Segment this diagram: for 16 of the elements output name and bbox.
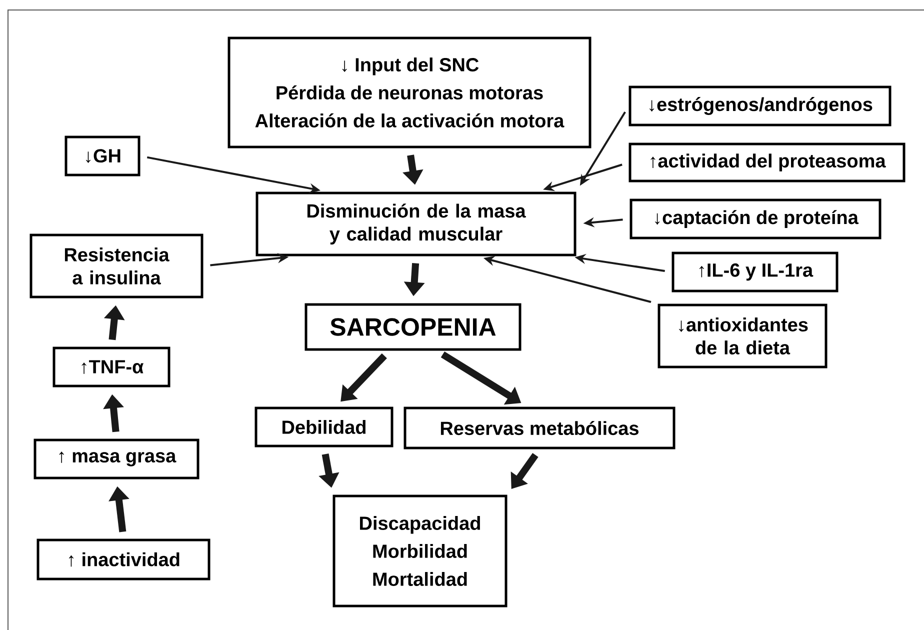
process-box: ↑ masa grasa <box>34 438 200 480</box>
process-box: ↓antioxidantes de la dieta <box>658 304 828 368</box>
process-box: ↓GH <box>64 136 140 176</box>
process-box: Discapacidad Morbilidad Mortalidad <box>332 494 508 608</box>
process-box: ↓captación de proteína <box>630 198 882 240</box>
process-box: ↑actividad del proteasoma <box>628 142 906 182</box>
process-box: Disminución de la masa y calidad muscular <box>256 192 576 256</box>
process-box: Resistencia a insulina <box>30 234 204 298</box>
process-box: Reservas metabólicas <box>404 406 676 450</box>
process-box: ↓ Input del SNC Pérdida de neuronas motoras Alteración de la activación motora <box>228 36 592 148</box>
process-box: ↑IL-6 y IL-1ra <box>672 252 838 292</box>
process-box: Debilidad <box>254 406 394 448</box>
process-box: ↓estrógenos/andrógenos <box>628 86 892 126</box>
process-box: SARCOPENIA <box>304 303 522 351</box>
process-box: ↑TNF-α <box>52 346 170 388</box>
process-box: ↑ inactividad <box>36 538 210 580</box>
